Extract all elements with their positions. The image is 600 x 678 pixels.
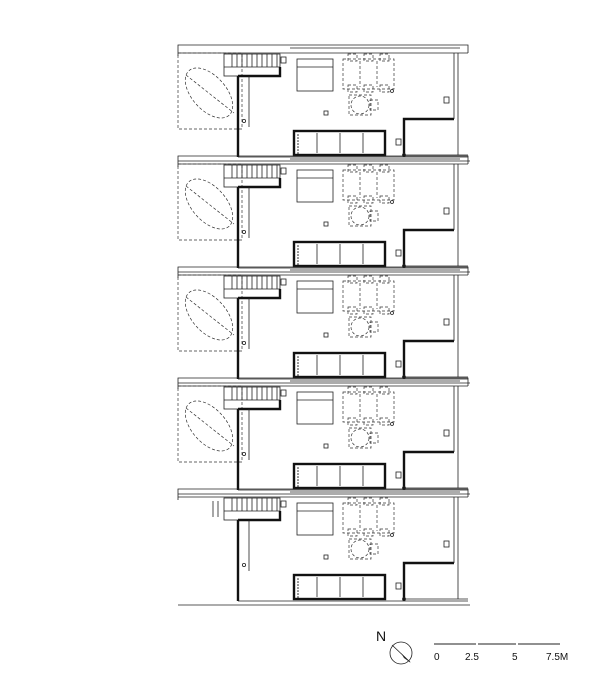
- floor-plan-level: [177, 155, 470, 273]
- floor-plan-level: [177, 488, 470, 606]
- built-in-sofa: [292, 462, 387, 490]
- kitchen-counter: [296, 502, 334, 536]
- kitchen-counter: [296, 58, 334, 92]
- round-table: [348, 316, 379, 338]
- kitchen-counter: [296, 169, 334, 203]
- dining-table: [342, 53, 395, 93]
- staircase: [223, 164, 282, 189]
- dining-table: [342, 275, 395, 315]
- round-table: [348, 94, 379, 116]
- staircase: [223, 53, 282, 78]
- staircase: [223, 275, 282, 300]
- floor-plan-stack: [177, 44, 470, 606]
- kitchen-counter: [296, 280, 334, 314]
- dining-table: [342, 497, 395, 537]
- built-in-sofa: [292, 129, 387, 157]
- scale-label-7-5m: 7.5M: [546, 652, 569, 663]
- staircase: [223, 497, 282, 522]
- dining-table: [342, 164, 395, 204]
- round-table: [348, 427, 379, 449]
- scale-label-0: 0: [434, 652, 440, 663]
- dining-table: [342, 386, 395, 426]
- built-in-sofa: [292, 351, 387, 379]
- kitchen-counter: [296, 391, 334, 425]
- built-in-sofa: [292, 573, 387, 601]
- north-label: N: [376, 628, 387, 644]
- floor-plan-level: [177, 266, 470, 384]
- scale-label-2-5: 2.5: [465, 652, 479, 663]
- north-arrow-icon: [389, 641, 413, 665]
- round-table: [348, 538, 379, 560]
- floor-plan-level: [177, 44, 470, 162]
- round-table: [348, 205, 379, 227]
- floor-plan-level: [177, 377, 470, 495]
- built-in-sofa: [292, 240, 387, 268]
- scale-label-5: 5: [512, 652, 518, 663]
- staircase: [223, 386, 282, 411]
